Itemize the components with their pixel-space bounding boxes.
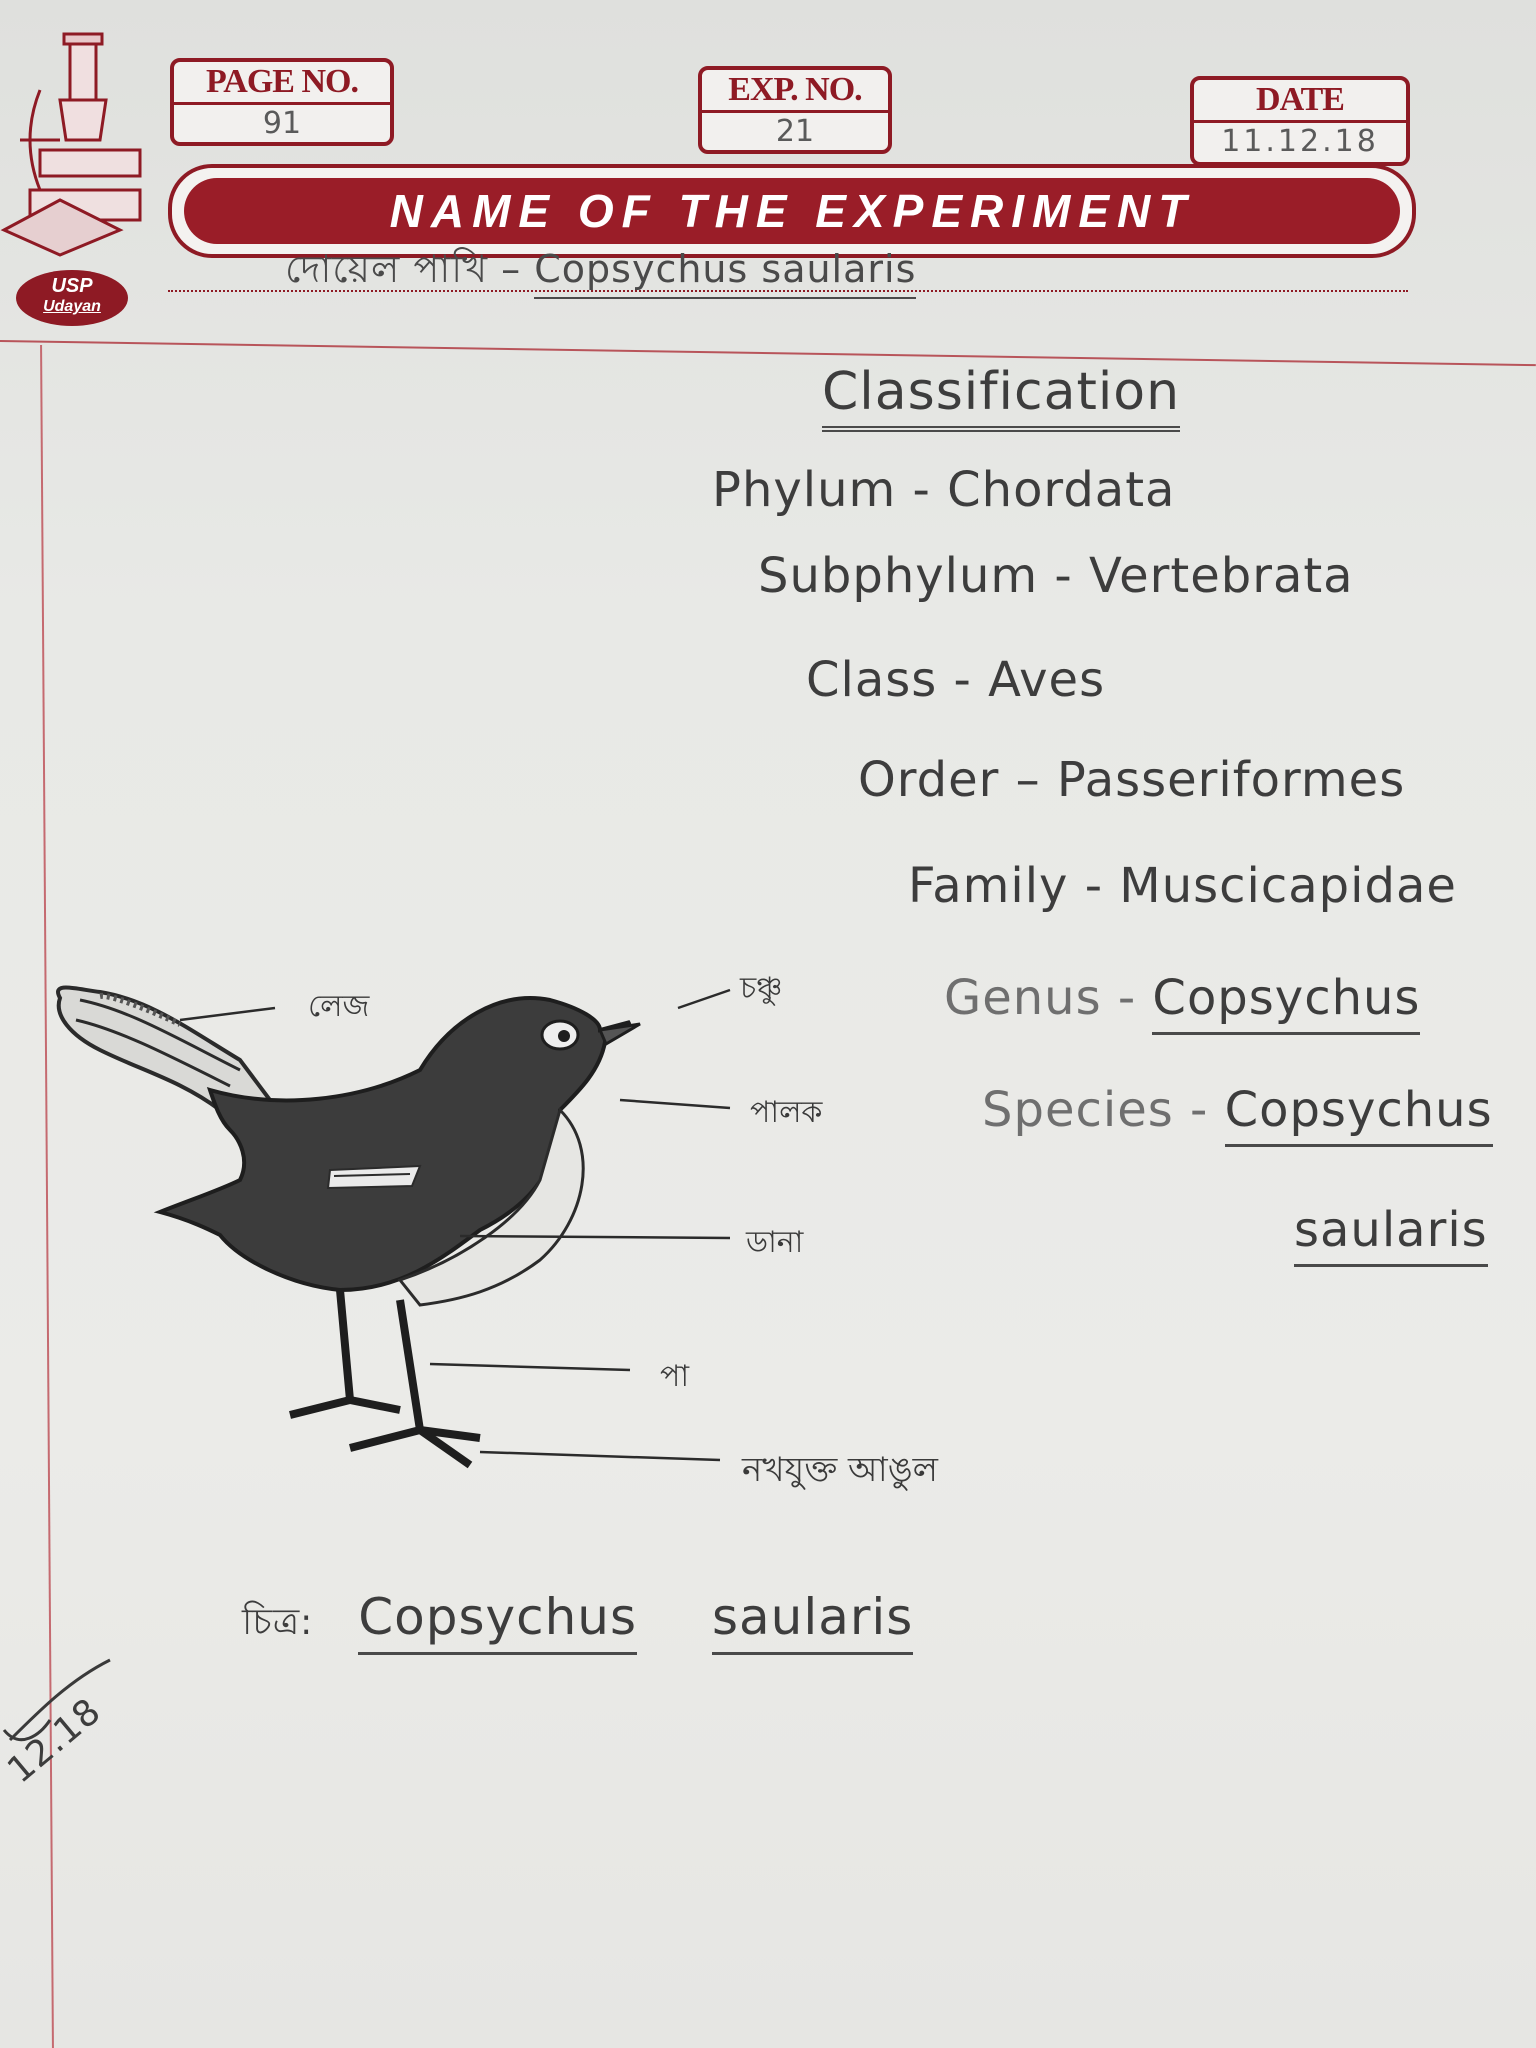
caption-prefix: চিত্র: xyxy=(242,1602,314,1643)
phylum-line: Phylum - Chordata xyxy=(712,462,1176,518)
bird-diagram xyxy=(56,985,731,1469)
figure-caption: চিত্র: Copsychus saularis xyxy=(242,1588,914,1655)
species-prefix: Species - xyxy=(982,1082,1225,1138)
page-no-box: PAGE NO. 91 xyxy=(170,58,394,146)
bird-belly xyxy=(397,1107,585,1307)
header-rule xyxy=(0,340,1536,367)
logo-bottom-text: Udayan xyxy=(43,298,101,315)
label-leg: পা xyxy=(660,1359,690,1394)
genus-prefix: Genus - xyxy=(944,970,1153,1026)
label-feather: পালক xyxy=(750,1095,823,1130)
experiment-name-latin: Copsychus saularis xyxy=(534,247,917,299)
microscope-icon xyxy=(0,32,142,257)
logo-top-text: USP xyxy=(51,275,93,297)
genus-name: Copsychus xyxy=(1152,970,1421,1035)
usp-udayan-logo: USP Udayan xyxy=(16,270,128,326)
bird-legs xyxy=(289,1289,481,1469)
class-line: Class - Aves xyxy=(806,652,1106,708)
order-line: Order – Passeriformes xyxy=(858,752,1406,808)
experiment-title-banner: NAME OF THE EXPERIMENT xyxy=(168,164,1416,258)
exp-no-box: EXP. NO. 21 xyxy=(698,66,892,154)
species-name-2: saularis xyxy=(1294,1202,1488,1267)
page-no-value: 91 xyxy=(262,106,302,141)
bird-tail xyxy=(56,985,274,1113)
experiment-name-separator: – xyxy=(488,247,535,291)
experiment-name-bengali: দোয়েল পাখি xyxy=(285,247,489,291)
date-box: DATE 11.12.18 xyxy=(1190,76,1410,166)
date-value: 11.12.18 xyxy=(1221,124,1379,159)
species-name-1: Copsychus xyxy=(1224,1082,1493,1147)
bird-wing-patch xyxy=(326,1164,422,1190)
classification-heading: Classification xyxy=(822,362,1181,432)
exp-no-label: EXP. NO. xyxy=(702,70,888,113)
label-tail: লেজ xyxy=(308,989,370,1024)
caption-name-1: Copsychus xyxy=(358,1588,638,1655)
header-dotted-line xyxy=(168,290,1408,292)
subphylum-line: Subphylum - Vertebrata xyxy=(758,548,1354,604)
date-label: DATE xyxy=(1194,80,1406,123)
label-beak: চঞ্চু xyxy=(740,971,783,1006)
label-claws: নখযুক্ত আঙুল xyxy=(742,1450,938,1490)
label-pointer-lines xyxy=(179,988,731,1462)
exp-no-value: 21 xyxy=(775,114,815,149)
species-line: Species - Copsychus xyxy=(982,1082,1493,1147)
label-wing: ডানা xyxy=(746,1225,804,1260)
banner-title: NAME OF THE EXPERIMENT xyxy=(184,178,1400,244)
genus-line: Genus - Copsychus xyxy=(944,970,1421,1035)
caption-name-2: saularis xyxy=(711,1588,914,1655)
bird-beak xyxy=(597,1022,641,1047)
bird-body xyxy=(153,996,632,1293)
experiment-name: দোয়েল পাখি – Copsychus saularis xyxy=(285,240,917,304)
teacher-signature-mark xyxy=(2,1658,111,1742)
page-no-label: PAGE NO. xyxy=(174,62,390,105)
family-line: Family - Muscicapidae xyxy=(908,858,1457,914)
